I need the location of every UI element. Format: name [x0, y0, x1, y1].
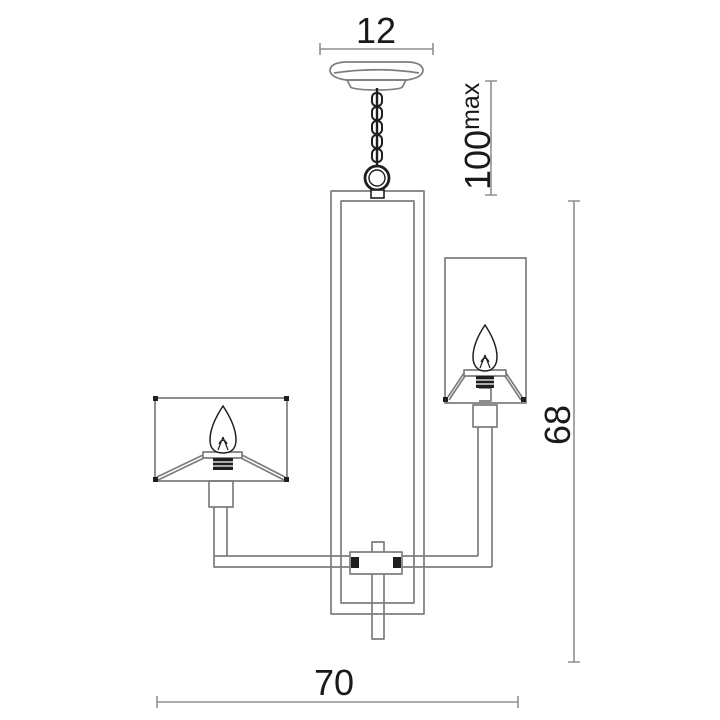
canopy-width-label: 12 — [356, 10, 396, 51]
left-stem — [213, 507, 228, 556]
dim-line-fixture-width — [156, 696, 519, 708]
dark-details — [153, 88, 526, 568]
left-bulb-filament — [217, 436, 229, 451]
ring-base-block — [370, 189, 385, 199]
shade-corner-dot — [284, 396, 289, 401]
fixture-outline — [154, 61, 527, 640]
right-socket-stripes — [476, 379, 494, 385]
hub-block — [349, 551, 403, 575]
dim-line-suspension — [485, 80, 497, 196]
shade-corner-dot — [284, 477, 289, 482]
right-bulb-filament — [479, 354, 491, 369]
suspension-length-qualifier: max — [457, 82, 485, 130]
left-shade-cone — [156, 454, 286, 481]
right-shade-cone — [447, 372, 523, 401]
frame-inner-rect — [340, 200, 415, 604]
hub-screw-right — [393, 557, 401, 568]
left-socket-stripes — [213, 461, 233, 467]
left-socket-cup — [208, 480, 234, 508]
center-stem — [371, 541, 385, 640]
left-socket — [213, 458, 233, 470]
right-shade — [444, 257, 527, 404]
dimension-text: 12 100max 68 70 — [314, 10, 578, 703]
shade-corner-dot — [443, 397, 448, 402]
shade-corner-dot — [153, 477, 158, 482]
chain-links — [371, 92, 383, 163]
hub-screw-left — [351, 557, 359, 568]
right-arm — [402, 555, 492, 568]
suspension-length-label: 100max — [457, 82, 498, 190]
right-socket-stub — [479, 387, 492, 402]
dimension-annotations — [156, 43, 580, 708]
right-socket — [476, 376, 494, 388]
right-candle-bulb — [472, 323, 498, 372]
left-candle-bulb — [209, 404, 237, 454]
hanging-ring-inner — [368, 169, 386, 187]
canopy-inner-arc — [333, 68, 420, 74]
frame-outer-rect — [330, 190, 425, 615]
fixture-width-label: 70 — [314, 662, 354, 703]
shade-corner-dot — [153, 396, 158, 401]
chain-link — [371, 148, 383, 163]
dim-line-fixture-height — [568, 200, 580, 663]
left-arm — [213, 555, 350, 568]
right-stem — [477, 427, 493, 567]
fixture-height-label: 68 — [537, 405, 578, 445]
canopy-saucer — [329, 61, 424, 81]
right-socket-cup — [472, 404, 498, 428]
suspension-length-value: 100 — [457, 130, 498, 190]
dim-line-canopy-width — [319, 43, 434, 55]
shade-corner-dot — [521, 397, 526, 402]
